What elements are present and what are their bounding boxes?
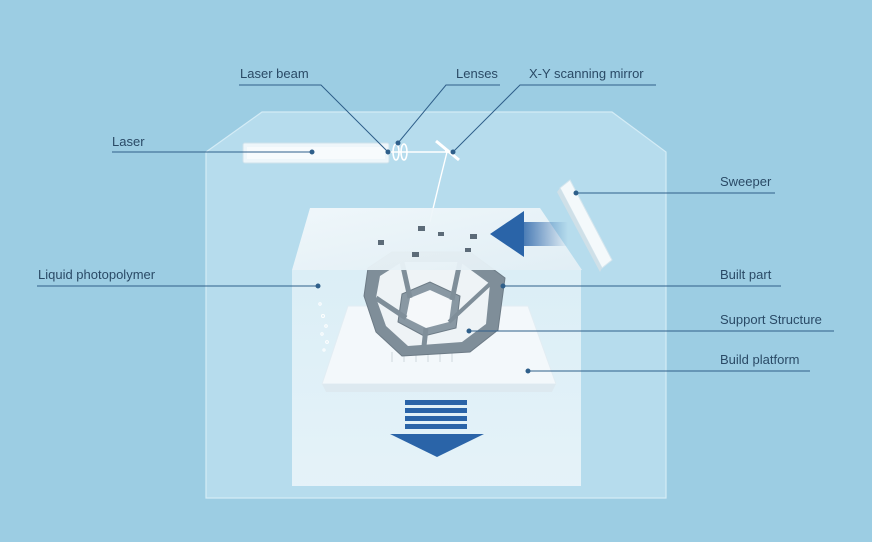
laser-tube xyxy=(242,142,390,164)
label-lenses: Lenses xyxy=(456,66,498,81)
label-built-part: Built part xyxy=(720,267,772,282)
arrow-left-icon xyxy=(490,211,568,257)
scanning-mirror xyxy=(435,139,460,162)
label-laser: Laser xyxy=(112,134,145,149)
cured-layer-spots xyxy=(378,226,477,257)
label-sweeper: Sweeper xyxy=(720,174,772,189)
leader-lines xyxy=(37,84,834,374)
label-support-structure: Support Structure xyxy=(720,312,822,327)
label-laser-beam: Laser beam xyxy=(240,66,309,81)
label-build-platform: Build platform xyxy=(720,352,800,367)
label-scanning-mirror: X-Y scanning mirror xyxy=(529,66,644,81)
arrow-down-icon xyxy=(390,400,484,457)
sweeper xyxy=(557,179,613,272)
label-liquid-photopolymer: Liquid photopolymer xyxy=(38,267,156,282)
bubbles xyxy=(318,302,329,352)
